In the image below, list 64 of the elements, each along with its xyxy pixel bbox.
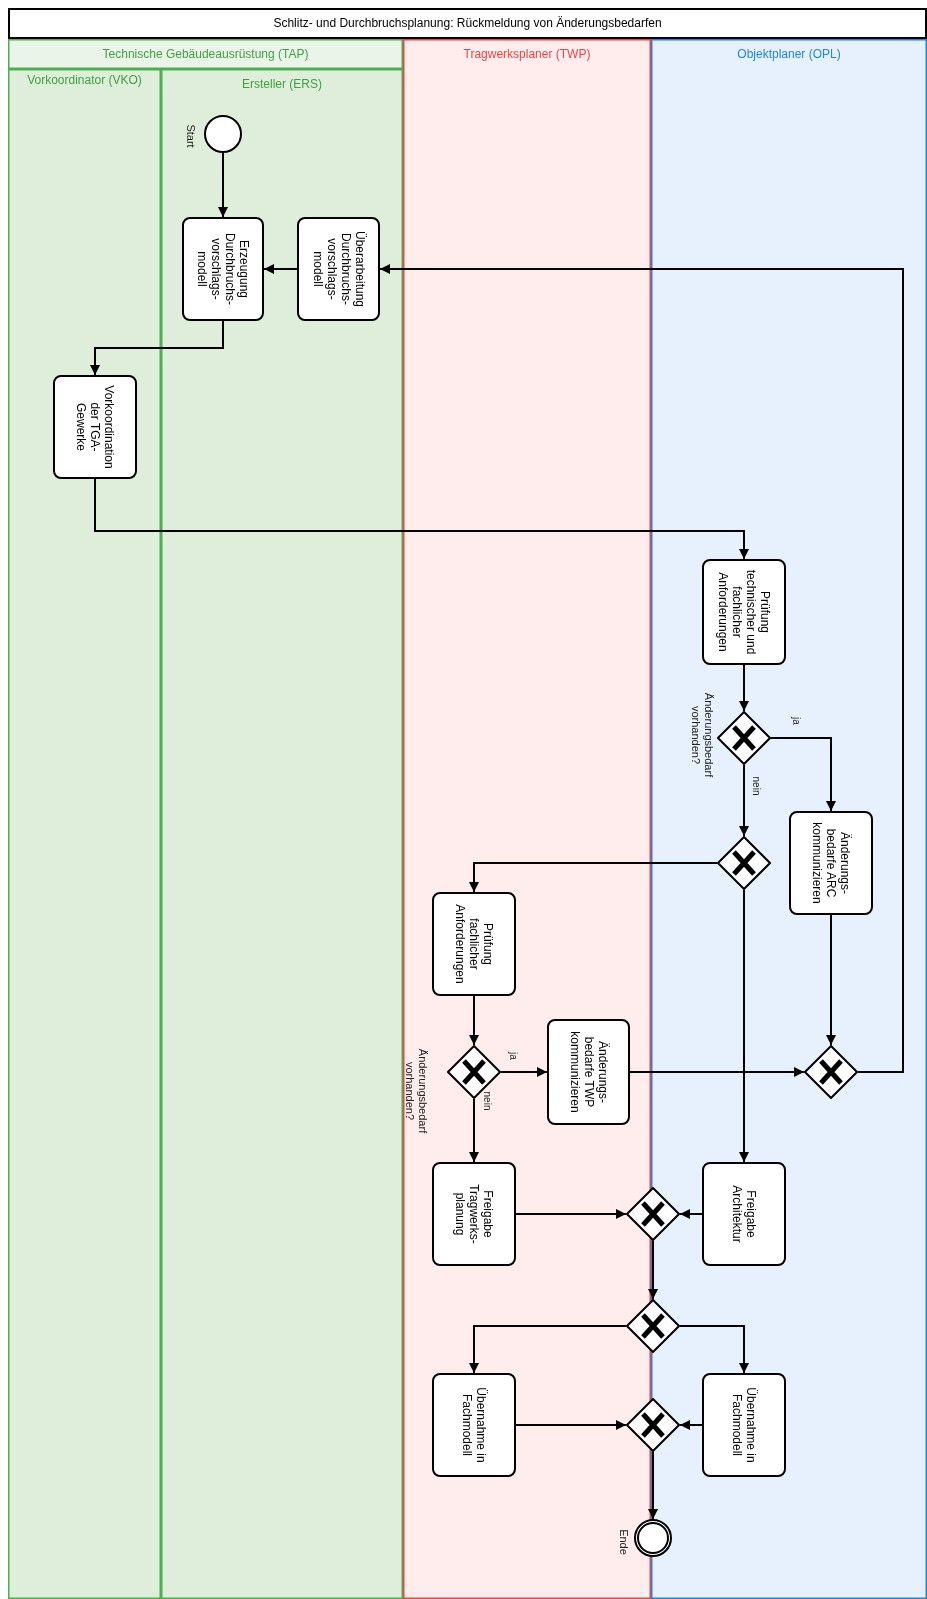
lane-title: Tragwerksplaner (TWP) [462, 46, 592, 63]
sequence-flow-arrow [679, 1420, 703, 1430]
sequence-flow-arrow [739, 764, 749, 837]
lane-title: Ersteller (ERS) [241, 76, 323, 93]
task-label: Vorkoordination der TGA- Gewerke [74, 384, 116, 471]
lane-title: Vorkoordinator (VKO) [26, 72, 143, 89]
sequence-flow-arrow [679, 1325, 749, 1374]
sequence-flow-arrow [469, 995, 479, 1046]
task-box [789, 811, 873, 915]
sequence-flow-arrow [515, 1420, 627, 1430]
gateway-label: Änderungsbedarf vorhanden? [403, 1047, 429, 1136]
sequence-flow-arrow [770, 737, 836, 812]
sequence-flow-arrow [629, 1067, 805, 1077]
task-box [432, 892, 516, 996]
pool-title: Schlitz- und Durchbruchsplanung: Rückmeldung von Änderungsbedarfen [8, 8, 927, 39]
task-label: Freigabe Architektur [730, 1184, 758, 1245]
sequence-flow-arrow [515, 1209, 627, 1219]
lane-title: Objektplaner (OPL) [736, 46, 842, 63]
task-box [182, 217, 264, 321]
task-label: Erzeugung Durchbruchs- vorschlags- modell [195, 232, 251, 307]
task-label: Prüfung fachlicher Anforderungen [453, 903, 495, 986]
gateway-label: Änderungsbedarf vorhanden? [689, 691, 715, 780]
sequence-flow-arrow [648, 1451, 658, 1520]
task-box [702, 1162, 786, 1266]
sequence-flow-arrow [94, 478, 749, 560]
swimlane [651, 39, 927, 1599]
sequence-flow-arrow [739, 889, 749, 1163]
swimlane [8, 69, 161, 1599]
task-label: Überarbeitung Durchbruchs- vorschlags- modell [310, 229, 367, 310]
event-label: Start [183, 123, 197, 150]
task-box [432, 1162, 516, 1266]
sequence-flow-arrow [218, 152, 228, 218]
task-label: Prüfung technischer und fachlicher Anforderungen [716, 568, 772, 657]
task-box [702, 1373, 786, 1477]
edge-label: ja [790, 717, 802, 725]
swimlane [161, 69, 403, 1599]
swimlane [403, 39, 651, 1599]
sequence-flow-arrow [500, 1067, 548, 1077]
task-label: Änderungs- bedarfe TWP kommunizieren [567, 1030, 610, 1115]
edge-label: nein [481, 1091, 493, 1111]
task-box [702, 559, 786, 665]
sequence-flow-arrow [739, 664, 749, 712]
edge-label: nein [750, 776, 762, 796]
sequence-flow-arrow [263, 264, 298, 274]
sequence-flow-arrow [379, 264, 904, 1073]
sequence-flow-arrow [648, 1240, 658, 1300]
sequence-flow-arrow [826, 914, 836, 1046]
task-label: Übernahme in Fachmodell [460, 1386, 488, 1465]
sequence-flow-arrow [90, 320, 224, 376]
edge-label: ja [507, 1052, 519, 1060]
sequence-flow-arrow [679, 1209, 703, 1219]
sequence-flow-arrow [469, 1325, 627, 1374]
task-box [432, 1373, 516, 1477]
task-label: Übernahme in Fachmodell [730, 1386, 758, 1465]
task-box [297, 217, 380, 321]
swimlane [8, 39, 403, 1599]
sequence-flow-arrow [469, 1098, 479, 1163]
task-label: Änderungs- bedarfe ARC kommunizieren [810, 821, 852, 906]
sequence-flow-arrow [469, 862, 718, 893]
task-box [53, 375, 137, 479]
task-label: Freigabe Tragwerks- planung [453, 1183, 495, 1246]
event-label: Ende [616, 1528, 630, 1557]
task-box [547, 1019, 630, 1125]
lane-title: Technische Gebäudeausrüstung (TAP) [8, 39, 403, 69]
